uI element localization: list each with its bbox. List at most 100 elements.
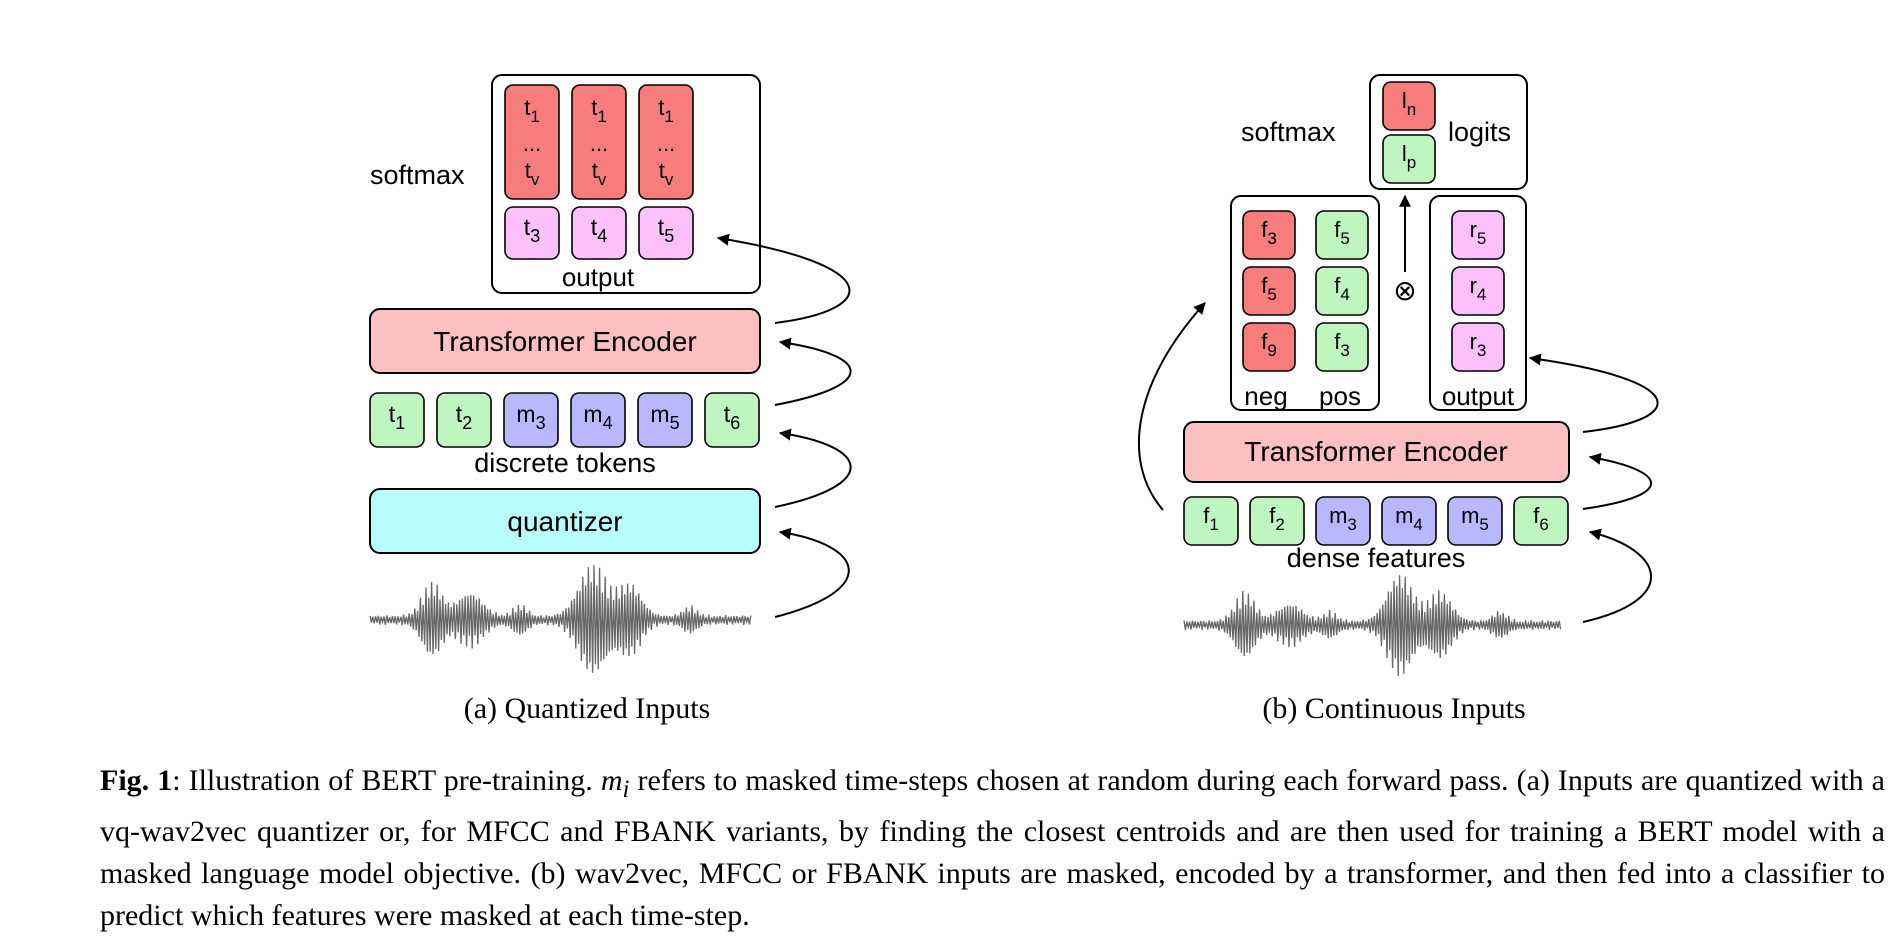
discrete-token-label-sub: 1	[395, 413, 405, 433]
discrete-token	[369, 392, 425, 448]
discrete-token-label: t1	[389, 401, 405, 433]
mask-feature-label-sub: 3	[1347, 515, 1356, 534]
discrete-token-label-base: t	[724, 401, 731, 427]
dense-feature-label-base: f	[1533, 503, 1540, 528]
logit-cell-pos-label-base: l	[1402, 141, 1407, 166]
dense-feature-label: f6	[1533, 503, 1549, 534]
negative-sample-label: f5	[1261, 273, 1277, 304]
mask-feature-label-base: m	[1329, 503, 1347, 528]
panel-b-encoder-label: Transformer Encoder	[1244, 436, 1508, 467]
mask-feature-label-base: m	[1395, 503, 1413, 528]
mask-feature-label-sub: 4	[1413, 515, 1422, 534]
dense-feature-label-base: f	[1269, 503, 1276, 528]
panel-b-softmax-label: softmax	[1241, 117, 1336, 147]
output-token	[571, 206, 627, 260]
caption-text-1: : Illustration of BERT pre-training.	[172, 764, 601, 797]
output-token-label: t5	[658, 214, 674, 246]
dense-feature-label: f2	[1269, 503, 1285, 534]
logit-cell-neg	[1382, 81, 1436, 131]
logit-bottom: tv	[592, 158, 607, 189]
mask-token-label-sub: 4	[603, 413, 613, 433]
caption-math-sub: i	[622, 776, 630, 803]
discrete-token-label-sub: 6	[730, 413, 740, 433]
panel-a-caption: (a) Quantized Inputs	[464, 692, 711, 725]
output-token	[638, 206, 694, 260]
logit-bottom: tv	[659, 158, 674, 189]
logit-cell-neg-label-sub: n	[1407, 100, 1416, 119]
logit-top-base: t	[591, 95, 597, 120]
discrete-token-label-base: t	[456, 401, 463, 427]
output-token-label-sub: 3	[530, 226, 540, 246]
panel-a-quantizer-box	[369, 488, 761, 554]
output-vector-label-sub: 5	[1477, 229, 1486, 248]
panel-a-encoder-label: Transformer Encoder	[433, 326, 697, 357]
discrete-token	[704, 392, 760, 448]
logit-dots: ...	[657, 131, 675, 156]
panel-a-output-label: output	[562, 262, 635, 292]
output-vector-label: r4	[1470, 273, 1487, 304]
caption-math-base: m	[600, 764, 623, 797]
logit-bottom: tv	[525, 158, 540, 189]
output-token-label: t4	[591, 214, 607, 246]
mask-token-label-base: m	[583, 401, 602, 427]
logit-top-sub: 1	[530, 107, 539, 126]
positive-sample-label-base: f	[1334, 217, 1341, 242]
discrete-token-label-sub: 2	[462, 413, 472, 433]
dense-feature	[1249, 496, 1305, 546]
mask-token	[503, 392, 559, 448]
logit-bottom-sub: v	[598, 170, 607, 189]
panel-a-quantizer-label: quantizer	[507, 506, 622, 537]
discrete-token-label: t2	[456, 401, 472, 433]
output-token-label: t3	[524, 214, 540, 246]
panel-b-neg-label: neg	[1244, 381, 1287, 411]
panel-b-arrow-features-to-negpos	[1137, 302, 1206, 511]
mask-token	[637, 392, 693, 448]
logit-column	[638, 84, 694, 200]
panel-b-waveform	[1183, 575, 1562, 677]
logit-cell-pos	[1382, 134, 1436, 184]
panel-a-encoder-box	[369, 308, 761, 374]
output-token-label-base: t	[591, 214, 598, 240]
positive-sample-label-base: f	[1334, 273, 1341, 298]
logit-cell-neg-label-base: l	[1402, 88, 1407, 113]
panel-a-arrow-wave-to-quantizer	[774, 527, 850, 618]
dense-feature-label-sub: 2	[1275, 515, 1284, 534]
mask-feature-label: m5	[1461, 503, 1489, 534]
caption-text-2: refers to masked time-steps chosen at ra…	[100, 764, 1886, 932]
mask-token-label: m5	[650, 401, 679, 433]
discrete-token	[436, 392, 492, 448]
panel-b-otimes-symbol: ⊗	[1393, 275, 1416, 306]
output-vector-label-sub: 3	[1477, 341, 1486, 360]
negative-sample-label-sub: 9	[1267, 341, 1276, 360]
positive-sample	[1315, 322, 1369, 372]
mask-token-label-sub: 3	[536, 413, 546, 433]
mask-feature-label: m4	[1395, 503, 1423, 534]
logit-cell-pos-label: lp	[1402, 141, 1416, 172]
negative-sample	[1242, 266, 1296, 316]
panel-a-tokens-label: discrete tokens	[474, 448, 656, 478]
positive-sample-label-base: f	[1334, 329, 1341, 354]
dense-feature	[1183, 496, 1239, 546]
mask-token	[570, 392, 626, 448]
negative-sample	[1242, 322, 1296, 372]
dense-feature-label-sub: 1	[1209, 515, 1218, 534]
panel-b-arrow-encoder-to-output	[1528, 353, 1659, 433]
output-vector-label-sub: 4	[1477, 285, 1486, 304]
logit-top-base: t	[658, 95, 664, 120]
mask-feature	[1315, 496, 1371, 546]
output-vector-label: r3	[1470, 329, 1487, 360]
dense-feature-label: f1	[1203, 503, 1219, 534]
positive-sample-label: f3	[1334, 329, 1350, 360]
logit-dots: ...	[590, 131, 608, 156]
positive-sample-label-sub: 3	[1340, 341, 1349, 360]
